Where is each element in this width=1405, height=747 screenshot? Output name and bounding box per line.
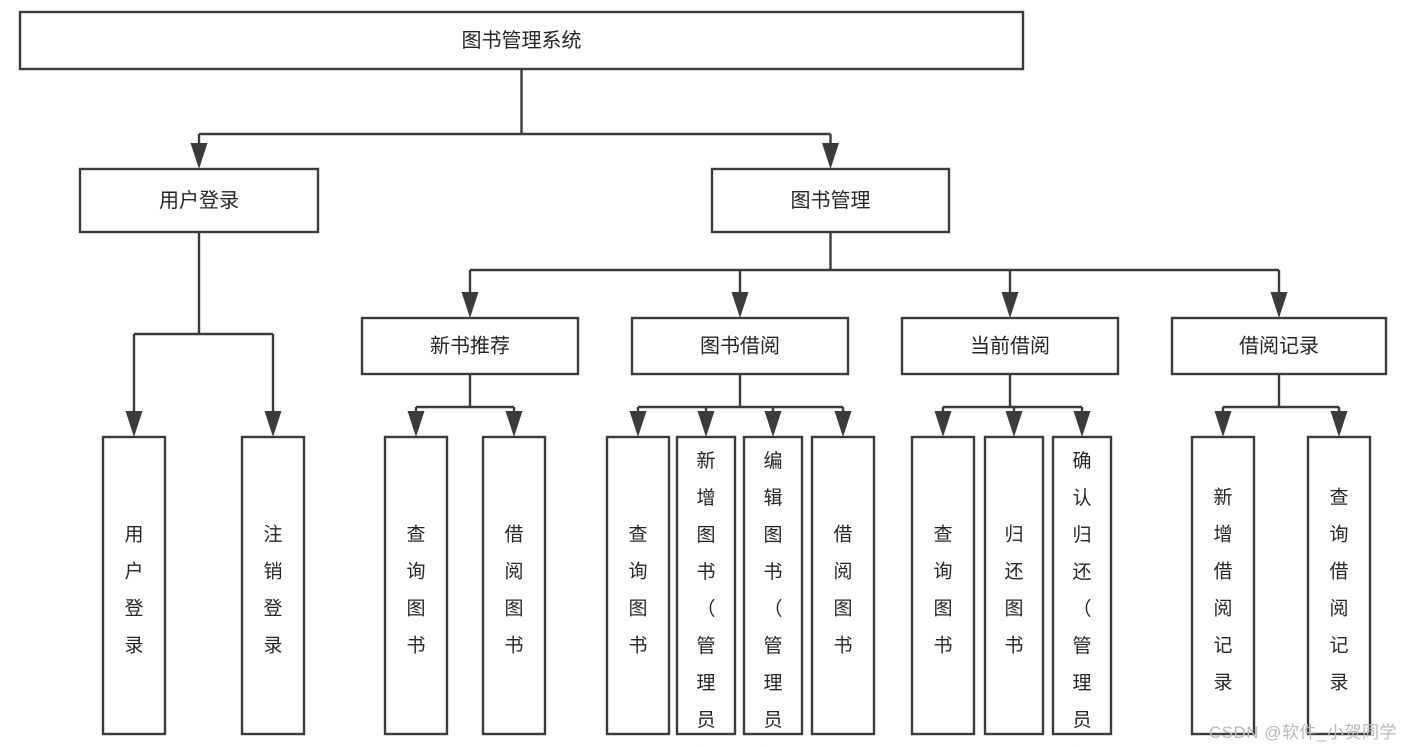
node-current-query-book-label: 查询图书	[933, 523, 952, 656]
node-query-borrow-record-rect[interactable]	[1306, 435, 1372, 736]
node-borrow-records[interactable]: 借阅记录	[1170, 316, 1388, 376]
node-borrow-records-rect[interactable]	[1170, 316, 1388, 376]
node-user-login-rect[interactable]	[78, 167, 320, 234]
book-mgmt-to-borrow-records-head	[1270, 292, 1288, 318]
node-user-login-label: 用户登录	[159, 189, 239, 212]
node-current-confirm-return[interactable]: 确认归还（管理员）	[1051, 435, 1113, 747]
node-borrow-edit-book[interactable]: 编辑图书（管理员）	[742, 435, 804, 747]
node-borrow-borrow-book[interactable]: 借阅图书	[810, 435, 876, 736]
current-borrow-to-current-return-book-head	[1005, 411, 1023, 437]
node-root[interactable]: 图书管理系统	[18, 10, 1025, 71]
node-recommend-query-book-rect[interactable]	[383, 435, 449, 736]
node-current-query-book[interactable]: 查询图书	[910, 435, 976, 736]
node-book-borrow-rect[interactable]	[630, 316, 850, 376]
node-recommend-borrow-book-label: 借阅图书	[504, 523, 523, 656]
node-book-management[interactable]: 图书管理	[710, 167, 951, 234]
root-to-book-management-head	[822, 143, 839, 169]
node-current-borrow-label: 当前借阅	[970, 334, 1050, 357]
user-login-to-user-logout-leaf-head	[264, 411, 282, 437]
borrow-records-to-query-borrow-record-head	[1330, 411, 1348, 437]
node-borrow-borrow-book-rect[interactable]	[810, 435, 876, 736]
book-borrow-to-borrow-borrow-book-head	[834, 411, 852, 437]
node-borrow-edit-book-label: 编辑图书（管理员）	[763, 450, 782, 747]
node-new-book-recommend-label: 新书推荐	[430, 334, 510, 357]
node-borrow-query-book[interactable]: 查询图书	[605, 435, 671, 736]
node-current-return-book[interactable]: 归还图书	[983, 435, 1045, 736]
node-add-borrow-record-label: 新增借阅记录	[1213, 486, 1232, 693]
node-user-logout-leaf-label: 注销登录	[263, 523, 282, 656]
node-add-borrow-record-rect[interactable]	[1190, 435, 1256, 736]
node-add-borrow-record[interactable]: 新增借阅记录	[1190, 435, 1256, 736]
connector-layer	[125, 69, 1348, 437]
node-recommend-borrow-book-rect[interactable]	[481, 435, 547, 736]
node-new-book-recommend[interactable]: 新书推荐	[360, 316, 580, 376]
node-current-return-book-rect[interactable]	[983, 435, 1045, 736]
node-recommend-query-book[interactable]: 查询图书	[383, 435, 449, 736]
node-current-borrow[interactable]: 当前借阅	[900, 316, 1120, 376]
new-book-recommend-to-recommend-borrow-book-head	[505, 411, 523, 437]
book-mgmt-to-book-borrow-head	[731, 292, 749, 318]
node-current-borrow-rect[interactable]	[900, 316, 1120, 376]
node-book-management-rect[interactable]	[710, 167, 951, 234]
borrow-records-to-add-borrow-record-head	[1214, 411, 1232, 437]
book-borrow-to-borrow-edit-book-head	[764, 411, 782, 437]
node-root-label: 图书管理系统	[462, 29, 582, 52]
book-mgmt-to-current-borrow-head	[1001, 292, 1019, 318]
node-borrow-query-book-rect[interactable]	[605, 435, 671, 736]
node-borrow-add-book-label: 新增图书（管理员）	[696, 450, 715, 747]
node-user-login-leaf-label: 用户登录	[124, 524, 143, 656]
node-borrow-edit-book-rect[interactable]	[742, 435, 804, 736]
current-borrow-to-current-confirm-return-head	[1073, 411, 1091, 437]
node-book-management-label: 图书管理	[791, 189, 871, 212]
node-query-borrow-record-label: 查询借阅记录	[1329, 486, 1348, 693]
node-borrow-query-book-label: 查询图书	[628, 523, 647, 656]
node-user-logout-leaf-rect[interactable]	[240, 435, 306, 736]
user-login-to-user-login-leaf-head	[125, 411, 143, 437]
node-recommend-borrow-book[interactable]: 借阅图书	[481, 435, 547, 736]
node-recommend-query-book-label: 查询图书	[406, 523, 425, 656]
node-query-borrow-record[interactable]: 查询借阅记录	[1306, 435, 1372, 736]
node-current-query-book-rect[interactable]	[910, 435, 976, 736]
node-root-rect[interactable]	[18, 10, 1025, 71]
book-borrow-to-borrow-add-book-head	[697, 411, 715, 437]
node-book-borrow[interactable]: 图书借阅	[630, 316, 850, 376]
node-current-confirm-return-label: 确认归还（管理员）	[1072, 450, 1091, 747]
node-new-book-recommend-rect[interactable]	[360, 316, 580, 376]
node-user-logout-leaf[interactable]: 注销登录	[240, 435, 306, 736]
current-borrow-to-current-query-book-head	[934, 411, 952, 437]
root-to-user-login-head	[190, 143, 208, 169]
book-borrow-to-borrow-query-book-head	[629, 411, 647, 437]
new-book-recommend-to-recommend-query-book-head	[407, 411, 425, 437]
node-borrow-add-book-rect[interactable]	[675, 435, 737, 736]
node-borrow-records-label: 借阅记录	[1239, 334, 1319, 357]
book-mgmt-to-new-book-recommend-head	[461, 292, 479, 318]
node-user-login-leaf-rect[interactable]	[101, 435, 167, 736]
node-user-login-leaf[interactable]: 用户登录	[101, 435, 167, 736]
node-borrow-add-book[interactable]: 新增图书（管理员）	[675, 435, 737, 747]
node-book-borrow-label: 图书借阅	[700, 334, 780, 357]
node-current-confirm-return-rect[interactable]	[1051, 435, 1113, 736]
node-user-login[interactable]: 用户登录	[78, 167, 320, 234]
node-current-return-book-label: 归还图书	[1004, 523, 1023, 656]
node-layer: 图书管理系统用户登录图书管理用户登录注销登录新书推荐查询图书借阅图书图书借阅查询…	[18, 10, 1388, 747]
node-borrow-borrow-book-label: 借阅图书	[833, 523, 852, 656]
